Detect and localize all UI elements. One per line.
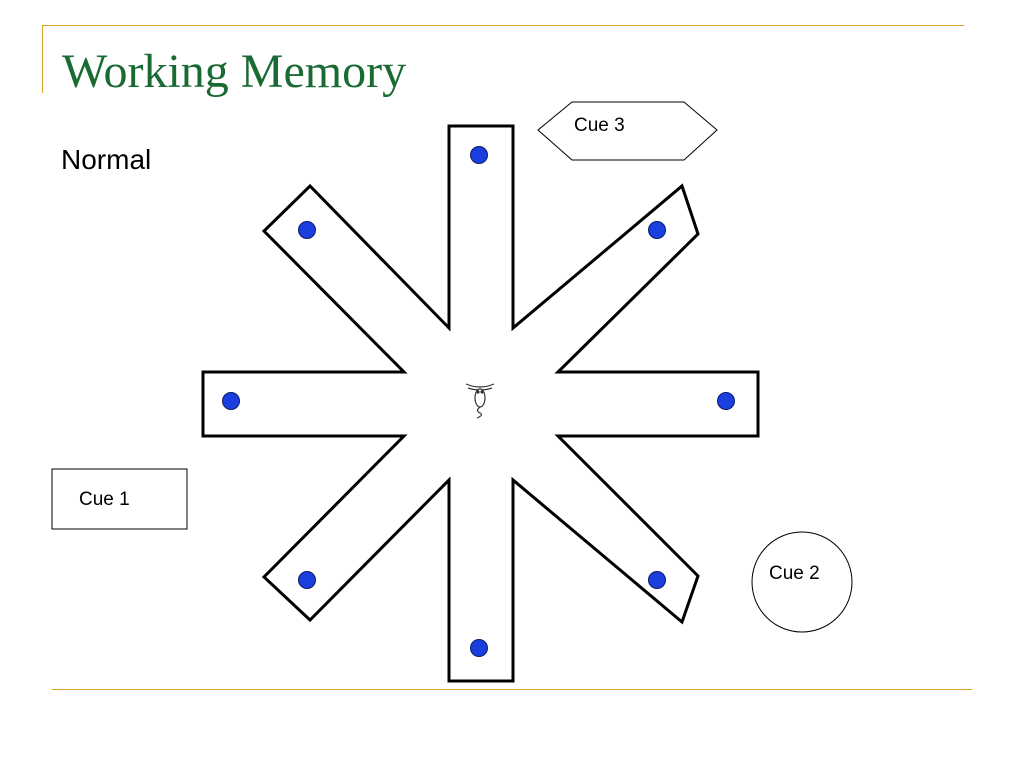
food-marker-northeast xyxy=(648,221,666,239)
cue2-label: Cue 2 xyxy=(769,563,820,584)
rat-icon xyxy=(465,383,495,419)
subtitle: Normal xyxy=(61,144,152,175)
food-marker-north xyxy=(470,146,488,164)
cue3-hexagon xyxy=(537,101,718,161)
top-divider xyxy=(42,25,964,26)
slide-title: Working Memory xyxy=(62,45,407,98)
food-marker-east xyxy=(717,392,735,410)
food-marker-southwest xyxy=(298,571,316,589)
food-marker-south xyxy=(470,639,488,657)
cue3-label: Cue 3 xyxy=(574,115,625,136)
cue2-circle xyxy=(751,531,853,633)
left-divider xyxy=(42,25,43,93)
bottom-divider xyxy=(52,689,972,690)
food-marker-northwest xyxy=(298,221,316,239)
food-marker-west xyxy=(222,392,240,410)
cue1-label: Cue 1 xyxy=(79,489,130,510)
food-markers xyxy=(222,146,735,657)
food-marker-southeast xyxy=(648,571,666,589)
cue1-box xyxy=(51,468,188,530)
